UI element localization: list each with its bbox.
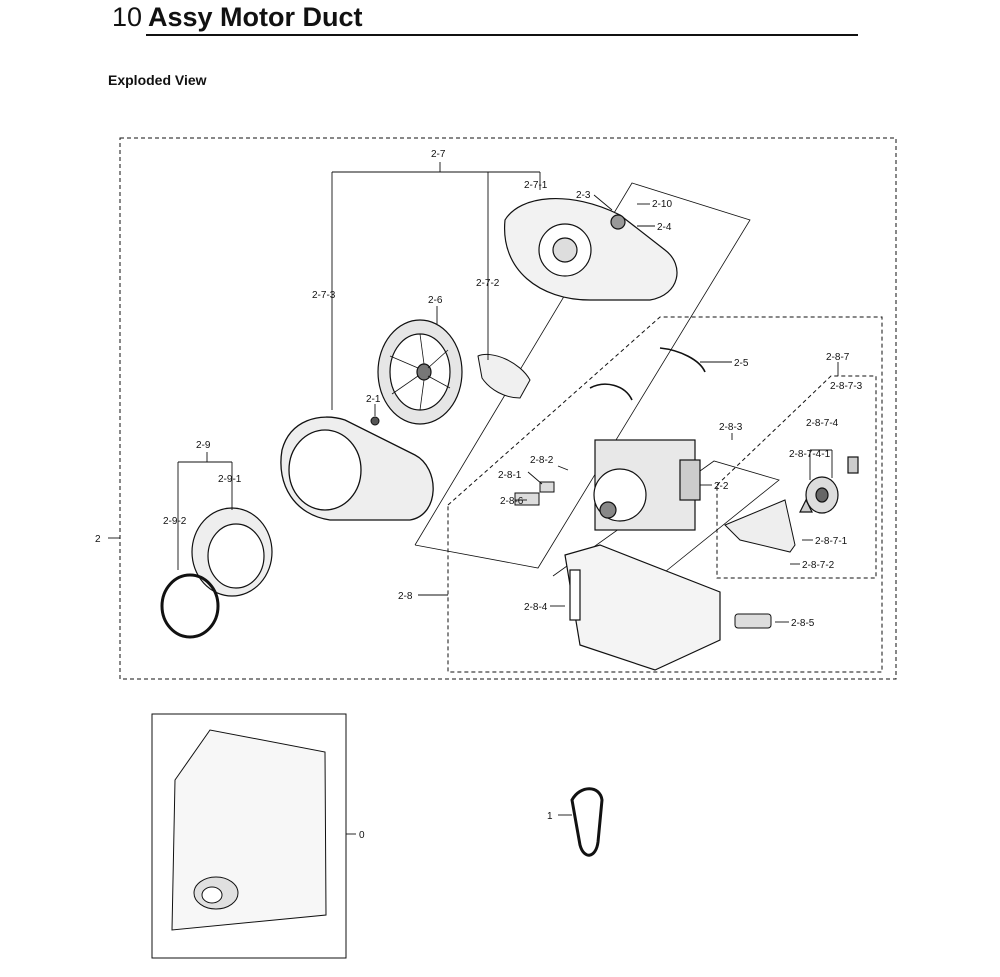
callout-2-7-1: 2-7-1 [524,180,548,191]
callout-2-9-1: 2-9-1 [218,474,242,485]
title-underline [146,34,858,36]
callout-2-8-7-1: 2-8-7-1 [815,536,848,547]
callout-2-7: 2-7 [431,149,446,160]
section-number: 10 [112,2,143,32]
callout-2-3: 2-3 [576,190,591,201]
motor-part [593,439,701,531]
assembly-boundary [119,137,897,680]
duct-cover-part [504,198,678,301]
callout-2-10: 2-10 [652,199,672,210]
motor-clamp-part [589,347,706,401]
callout-2-6: 2-6 [428,295,443,306]
idler-pulley-part [799,456,859,514]
callout-1: 1 [547,811,553,822]
callout-2-8-7-2: 2-8-7-2 [802,560,835,571]
callout-2-8-5: 2-8-5 [791,618,815,629]
callout-2-2: 2-2 [714,481,729,492]
duct-plane [414,182,751,569]
callout-2-8-7: 2-8-7 [826,352,850,363]
callout-2-7-3: 2-7-3 [312,290,336,301]
page-title: Assy Motor Duct [148,2,363,32]
callout-2-9: 2-9 [196,440,211,451]
motor-bracket-part [564,544,721,671]
callout-2-8-1: 2-8-1 [498,470,522,481]
complete-assembly-inset [151,713,347,959]
blower-fan-part [377,319,463,425]
callout-2-8-7-3: 2-8-7-3 [830,381,863,392]
callout-2-8-3: 2-8-3 [719,422,743,433]
callout-0: 0 [359,830,365,841]
callout-2-1: 2-1 [366,394,381,405]
duct-housing-part [280,416,434,521]
callout-2-8: 2-8 [398,591,413,602]
duct-seal-part [477,354,531,399]
callout-2-4: 2-4 [657,222,672,233]
callout-2-5: 2-5 [734,358,749,369]
callout-2-8-6: 2-8-6 [500,496,524,507]
idler-bracket-part [724,499,796,553]
switch-part [514,481,555,506]
screw-part [370,416,380,426]
page-subtitle: Exploded View [108,72,207,88]
spring-part [734,613,772,629]
callout-2-8-7-4: 2-8-7-4 [806,418,839,429]
idler-subassembly-boundary [716,375,877,579]
callout-2-8-4: 2-8-4 [524,602,548,613]
leader-lines [108,162,839,835]
motor-subassembly-boundary [447,316,883,673]
filter-assembly-part [160,507,273,639]
callout-2-7-2: 2-7-2 [476,278,500,289]
callout-2-8-2: 2-8-2 [530,455,554,466]
callout-2-8-7-4-1: 2-8-7-4-1 [789,449,831,460]
belt-part [570,787,604,857]
callout-2-9-2: 2-9-2 [163,516,187,527]
callout-2: 2 [95,534,101,545]
